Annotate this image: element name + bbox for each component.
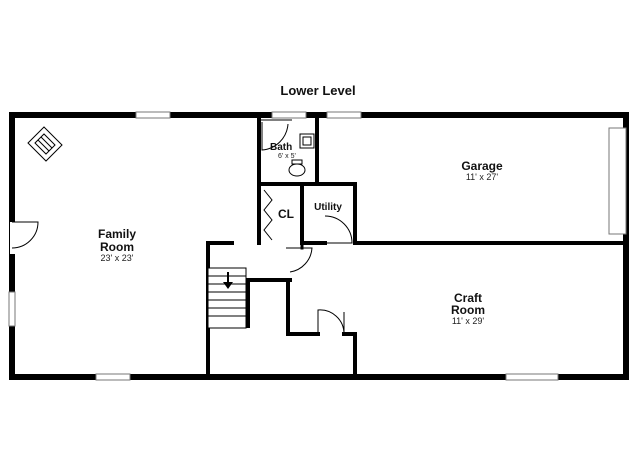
room-bath: Bath 6' x 5' <box>270 142 296 160</box>
toilet-icon <box>288 163 306 177</box>
door-swing-icon <box>324 215 353 244</box>
door-swing-icon <box>11 221 39 249</box>
bath-fixtures <box>288 133 315 177</box>
window-icon <box>505 373 559 381</box>
window-icon <box>326 111 362 119</box>
plan-title: Lower Level <box>280 83 355 98</box>
fireplace-icon <box>27 126 63 162</box>
room-dims: 6' x 5' <box>278 153 296 160</box>
bifold-door-icon <box>263 189 273 241</box>
room-name: CL <box>278 207 294 221</box>
room-closet: CL <box>278 207 294 221</box>
room-name: Garage <box>461 159 503 173</box>
windows <box>8 111 627 381</box>
room-name: Craft <box>454 291 482 305</box>
room-dims: 23' x 23' <box>101 253 134 263</box>
room-name: Utility <box>314 202 342 213</box>
room-name: Family <box>98 227 136 241</box>
doors <box>10 119 353 335</box>
stairs <box>207 267 247 329</box>
interior-walls <box>206 113 628 379</box>
room-name: Bath <box>270 142 292 153</box>
sink-icon <box>299 133 315 149</box>
room-garage: Garage 11' x 27' <box>461 159 503 182</box>
room-dims: 11' x 27' <box>466 172 499 182</box>
window-icon <box>95 373 131 381</box>
room-name: Room <box>451 303 485 317</box>
door-swing-icon <box>286 247 313 273</box>
room-name: Room <box>100 240 134 254</box>
room-family: Family Room 23' x 23' <box>98 227 136 263</box>
window-icon <box>8 291 16 327</box>
door-swing-icon <box>261 122 289 151</box>
stair-arrow-icon <box>223 272 233 289</box>
room-dims: 11' x 29' <box>452 316 485 326</box>
room-craft: Craft Room 11' x 29' <box>451 291 485 326</box>
door-swing-icon <box>317 309 345 335</box>
garage-door-icon <box>608 127 627 235</box>
window-icon <box>135 111 171 119</box>
room-utility: Utility <box>314 202 342 213</box>
window-icon <box>271 111 307 119</box>
